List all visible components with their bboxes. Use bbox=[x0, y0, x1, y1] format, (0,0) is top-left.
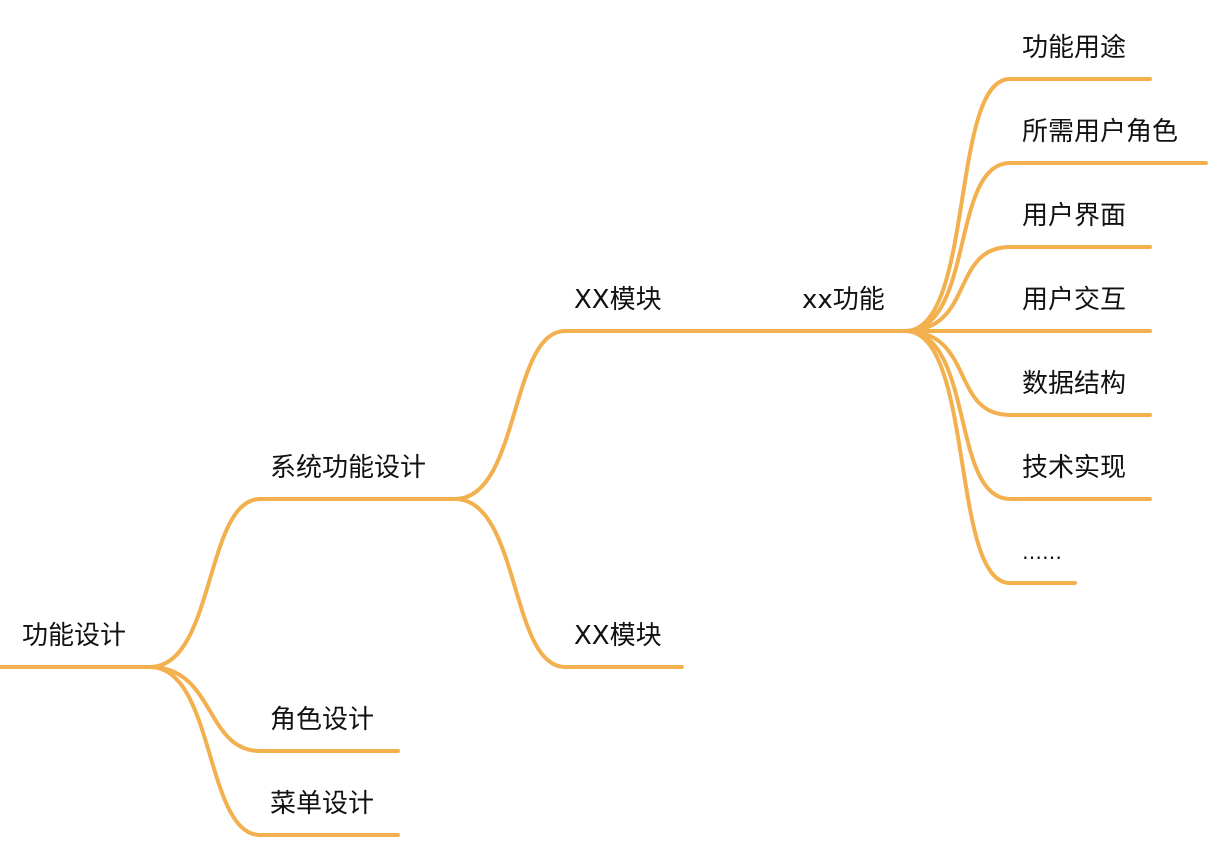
branch-system-module-a bbox=[453, 329, 907, 501]
branch-feature-roles bbox=[903, 161, 1208, 333]
branch-feature-data bbox=[903, 329, 1152, 417]
node-tech-impl[interactable]: 技术实现 bbox=[1022, 453, 1127, 483]
node-module-a[interactable]: XX模块 bbox=[574, 285, 662, 315]
node-system-design[interactable]: 系统功能设计 bbox=[270, 453, 427, 483]
branch-root-role-design bbox=[148, 665, 400, 753]
node-more[interactable]: …… bbox=[1022, 540, 1062, 564]
node-role-design[interactable]: 角色设计 bbox=[270, 705, 375, 735]
node-roles-needed[interactable]: 所需用户角色 bbox=[1022, 117, 1179, 147]
branch-feature-tech bbox=[903, 329, 1152, 501]
branch-feature-purpose bbox=[903, 77, 1152, 333]
branch-root-menu-design bbox=[148, 665, 400, 837]
branch-feature-ui bbox=[903, 245, 1152, 333]
node-purpose[interactable]: 功能用途 bbox=[1022, 33, 1127, 63]
node-data-structure[interactable]: 数据结构 bbox=[1022, 369, 1127, 399]
node-feature[interactable]: xx功能 bbox=[802, 285, 885, 315]
node-root[interactable]: 功能设计 bbox=[22, 621, 127, 651]
branch-system-module-b bbox=[453, 497, 684, 669]
node-module-b[interactable]: XX模块 bbox=[574, 621, 662, 651]
branch-root-system-design bbox=[148, 497, 457, 669]
node-user-interaction[interactable]: 用户交互 bbox=[1022, 285, 1127, 315]
node-menu-design[interactable]: 菜单设计 bbox=[270, 789, 375, 819]
branch-feature-more bbox=[903, 329, 1077, 585]
node-user-interface[interactable]: 用户界面 bbox=[1022, 201, 1127, 231]
